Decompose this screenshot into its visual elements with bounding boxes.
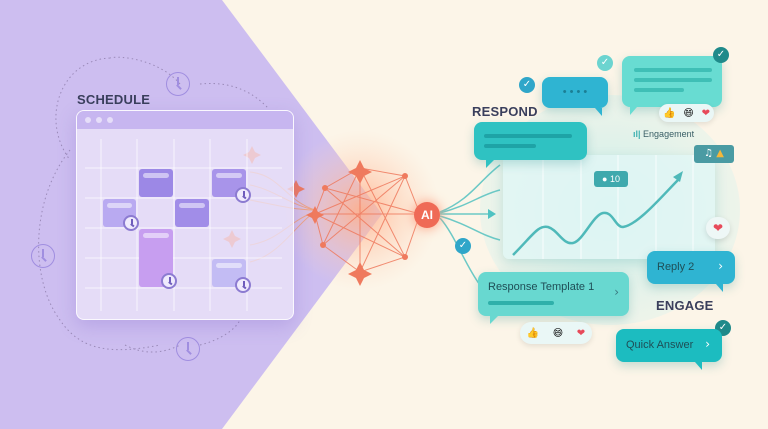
typing-dots-icon: • • • • [562, 86, 588, 98]
quick-answer-button[interactable]: Quick Answer › [616, 329, 722, 370]
window-dot [96, 117, 102, 123]
check-icon: ✓ [597, 55, 613, 71]
respond-message-bubble[interactable] [474, 122, 587, 168]
chevron-right-icon: › [705, 337, 710, 351]
reaction-bar[interactable]: 👍 😄 ❤ [520, 322, 592, 344]
reply-button[interactable]: Reply 2 › [647, 251, 735, 292]
respond-label: RESPOND [472, 104, 538, 119]
reply-label: Reply 2 [657, 261, 695, 273]
check-icon: ✓ [455, 238, 471, 254]
heart-icon[interactable]: ❤ [576, 327, 586, 339]
typing-bubble[interactable]: • • • • [542, 77, 608, 116]
bar-chart-icon: ıl| [633, 129, 641, 139]
engagement-heading: ıl| Engagement [633, 129, 694, 139]
clock-icon [176, 337, 200, 361]
check-icon: ✓ [519, 77, 535, 93]
smile-icon[interactable]: 😄 [552, 327, 564, 339]
chat-bubble-icon: ● [602, 174, 608, 184]
thumbs-up-icon[interactable]: 👍 [526, 327, 540, 339]
calendar-event[interactable] [139, 169, 173, 197]
quick-answer-label: Quick Answer [626, 339, 694, 351]
ai-node[interactable]: AI [414, 202, 440, 228]
heart-icon[interactable]: ❤ [701, 107, 711, 119]
chevron-right-icon: › [718, 259, 723, 273]
clock-icon [161, 273, 177, 289]
heart-reaction[interactable]: ❤ [706, 217, 730, 239]
chevron-right-icon: › [614, 285, 619, 299]
response-template-label: Response Template 1 [488, 281, 595, 293]
window-dot [85, 117, 91, 123]
calendar-titlebar [77, 111, 293, 129]
window-dot [107, 117, 113, 123]
reaction-bar[interactable]: 👍 😄 ❤ [659, 104, 714, 122]
thumbs-up-icon[interactable]: 👍 [662, 107, 676, 119]
clock-icon [235, 277, 251, 293]
schedule-label: SCHEDULE [77, 92, 151, 107]
comment-count: 10 [609, 174, 620, 184]
clock-icon [31, 244, 55, 268]
comment-count-badge[interactable]: ● 10 [594, 171, 628, 187]
calendar-event[interactable] [175, 199, 209, 227]
message-bubble[interactable] [622, 56, 722, 115]
notification-badge[interactable]: ♫ ▲ [694, 145, 734, 163]
check-icon: ✓ [713, 47, 729, 63]
response-template-button[interactable]: Response Template 1 › [478, 272, 629, 324]
clock-icon [123, 215, 139, 231]
bell-ringing-icon: ♫ [704, 148, 714, 159]
smile-icon[interactable]: 😄 [683, 107, 694, 119]
bell-icon: ▲ [716, 148, 724, 159]
calendar-window[interactable] [76, 110, 294, 320]
engagement-label: Engagement [643, 129, 695, 139]
clock-icon [166, 72, 190, 96]
ai-label: AI [421, 208, 433, 222]
engage-label: ENGAGE [656, 298, 714, 313]
clock-icon [235, 187, 251, 203]
